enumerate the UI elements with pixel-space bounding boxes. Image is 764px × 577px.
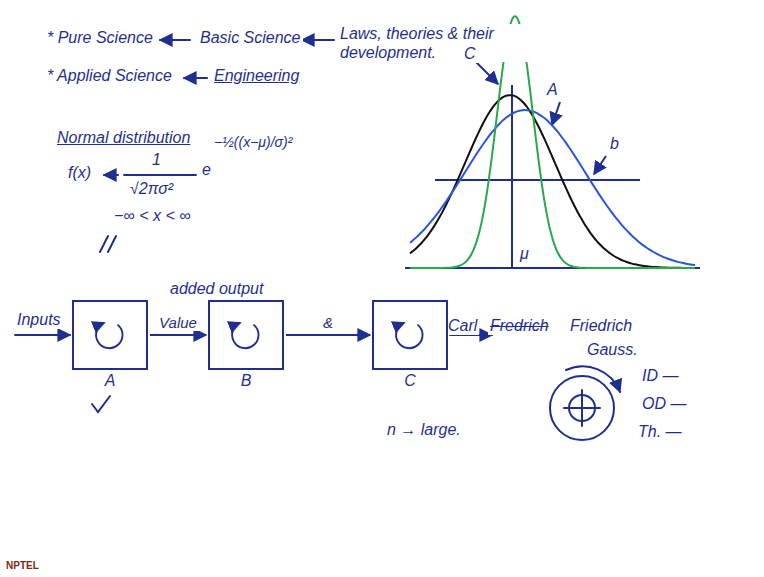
- input-arrow: [15, 334, 70, 336]
- curve-label: b: [608, 134, 621, 153]
- fraction-bar: [124, 174, 196, 176]
- note-text: Th. —: [636, 422, 684, 441]
- note-text: Gauss.: [585, 340, 640, 359]
- note-text: n → large.: [385, 420, 463, 439]
- heading: Normal distribution: [55, 128, 192, 147]
- note-text: −∞ < x < ∞: [112, 206, 193, 225]
- left-arrow: [184, 77, 207, 79]
- cycle-symbol: [374, 302, 446, 368]
- note-text: * Applied Science: [45, 66, 174, 85]
- note-text: 1: [150, 150, 163, 169]
- cycle-symbol: [210, 302, 282, 368]
- curve-label: C: [462, 44, 478, 63]
- curve-label: A: [545, 80, 560, 99]
- double-stroke: [100, 236, 116, 252]
- watermark: NPTEL: [4, 560, 41, 572]
- note-text: OD —: [640, 394, 688, 413]
- note-text: Carl: [446, 316, 479, 335]
- cycle-arrow: [396, 323, 422, 348]
- note-text: ID —: [640, 366, 680, 385]
- edge-label: &: [321, 314, 335, 331]
- left-arrow: [160, 39, 190, 41]
- note-text: Laws, theories & their development.: [338, 24, 542, 62]
- flow-arrow: [150, 334, 206, 336]
- edge-label: Value: [157, 314, 199, 331]
- note-text: added output: [168, 279, 265, 298]
- pointer-arrow: [476, 62, 498, 84]
- level-line: [435, 179, 640, 181]
- box-label: C: [374, 372, 446, 390]
- box-label: B: [210, 372, 282, 390]
- pointer-arrow: [552, 102, 560, 125]
- note-text: Engineering: [212, 66, 301, 85]
- process-box: A: [72, 300, 148, 370]
- check-mark: [92, 396, 110, 412]
- process-box: C: [372, 300, 448, 370]
- note-text: f(x): [66, 163, 93, 182]
- note-text: * Pure Science: [45, 28, 155, 47]
- ring-outer: [550, 376, 614, 440]
- note-text: Basic Science: [198, 28, 303, 47]
- note-text: Inputs: [15, 310, 63, 329]
- cycle-arrow: [232, 323, 258, 348]
- cycle-arrow: [96, 323, 122, 348]
- note-text: −½((x−μ)/σ)²: [212, 134, 294, 151]
- note-text: Fredrich: [488, 316, 551, 335]
- note-text: e: [200, 160, 213, 179]
- cycle-symbol: [74, 302, 146, 368]
- process-box: B: [208, 300, 284, 370]
- mean-symbol: μ: [518, 244, 531, 263]
- rotation-arrow: [566, 366, 620, 392]
- ring-axis: [564, 407, 600, 409]
- note-text: √2πσ²: [128, 179, 175, 198]
- pointer-arrow: [594, 156, 606, 174]
- flow-arrow: [286, 334, 370, 336]
- note-text: Friedrich: [568, 316, 634, 335]
- left-arrow: [302, 39, 334, 41]
- left-arrow: [104, 174, 118, 176]
- box-label: A: [74, 372, 146, 390]
